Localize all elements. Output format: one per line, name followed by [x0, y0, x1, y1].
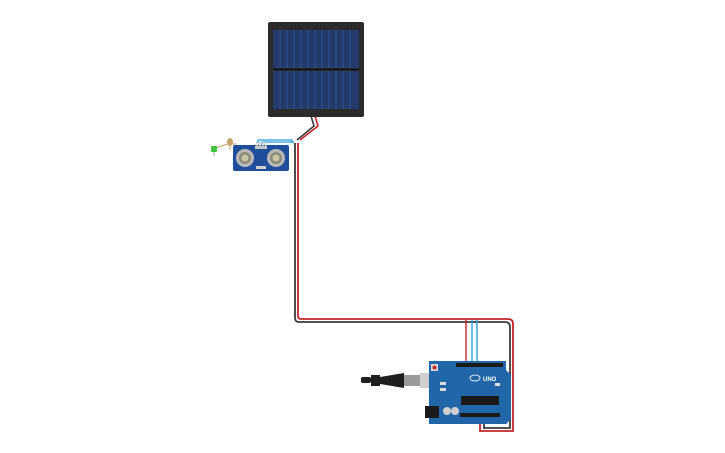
- arduino-uno-icon[interactable]: UNO: [425, 361, 511, 424]
- usb-cable-icon[interactable]: [361, 373, 432, 388]
- wire-solar-black[interactable]: [296, 115, 315, 141]
- wire-long-red[interactable]: [297, 143, 514, 432]
- board-label: UNO: [483, 377, 497, 383]
- wires: [214, 115, 514, 432]
- solar-panel-icon[interactable]: [268, 22, 364, 117]
- led-icon[interactable]: [211, 146, 217, 156]
- wire-solar-red[interactable]: [299, 115, 319, 141]
- ultrasonic-sensor-icon[interactable]: [233, 142, 289, 171]
- resistor-icon[interactable]: [227, 138, 233, 150]
- wire-long-black[interactable]: [294, 143, 511, 429]
